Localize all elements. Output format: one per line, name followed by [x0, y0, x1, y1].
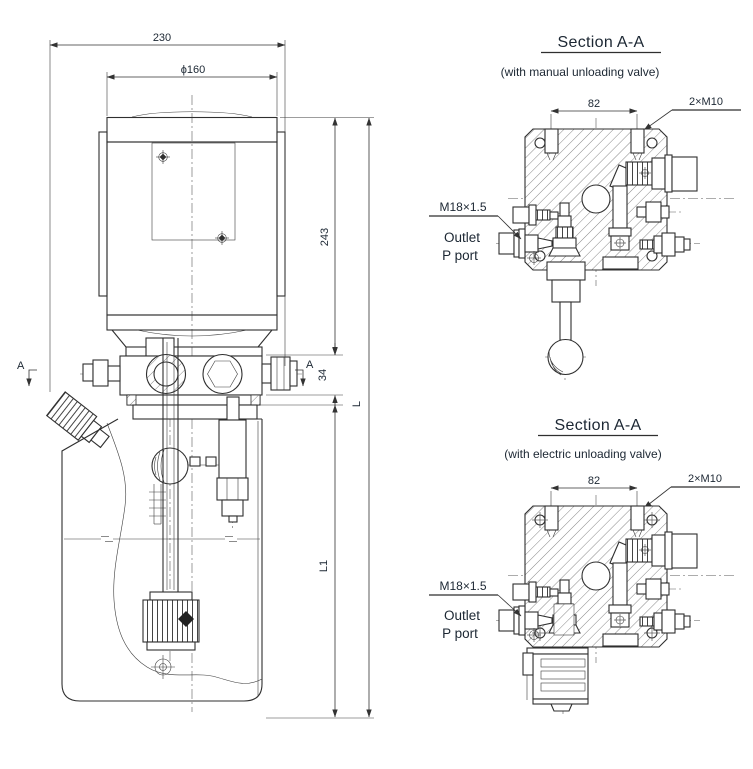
section-title: Section A-A — [555, 417, 642, 434]
bolt-callout: 2×M10 — [688, 473, 722, 485]
dim-bolt-spacing: 82 — [588, 475, 600, 487]
tank — [61, 418, 263, 702]
section-subtitle: (with electric unloading valve) — [504, 447, 661, 461]
electric-valve-parts — [522, 512, 660, 716]
section-electric: Section A-A (with electric unloading val… — [429, 417, 740, 716]
relief-valve — [216, 396, 249, 523]
section-manual: Section A-A (with manual unloading valve… — [429, 34, 741, 382]
manifold-block — [82, 353, 298, 420]
port-label-line2: P port — [442, 626, 478, 641]
dim-overall-height: L — [351, 401, 363, 407]
panel-screw — [215, 231, 229, 245]
dim-motor-diameter: ϕ160 — [181, 64, 206, 76]
tank-internals — [142, 338, 249, 679]
section-mark-right: A — [306, 359, 314, 371]
dim-overall-width: 230 — [153, 32, 171, 44]
dim-tank-height: L1 — [318, 560, 330, 572]
section-title: Section A-A — [558, 34, 645, 51]
dim-manifold-height: 34 — [317, 369, 329, 381]
thread-callout: M18×1.5 — [439, 200, 486, 214]
drain-bolt — [151, 655, 175, 679]
front-view-dimensions: 230 ϕ160 243 34 L1 L A A — [17, 32, 374, 719]
panel-screw — [156, 150, 170, 164]
thread-callout: M18×1.5 — [439, 579, 486, 593]
front-view: 230 ϕ160 243 34 L1 L A A — [17, 32, 374, 719]
dim-motor-height: 243 — [319, 228, 331, 246]
port-label-line1: Outlet — [444, 230, 480, 245]
manual-handle-ball — [547, 338, 584, 376]
release-knob — [45, 391, 110, 449]
dim-bolt-spacing: 82 — [588, 98, 600, 110]
section-mark-left: A — [17, 360, 25, 372]
solenoid-coil — [532, 653, 589, 700]
port-label-line2: P port — [442, 248, 478, 263]
bolt-callout: 2×M10 — [689, 96, 723, 108]
manual-valve-parts — [545, 261, 586, 382]
port-label-line1: Outlet — [444, 608, 480, 623]
section-subtitle: (with manual unloading valve) — [501, 65, 660, 79]
